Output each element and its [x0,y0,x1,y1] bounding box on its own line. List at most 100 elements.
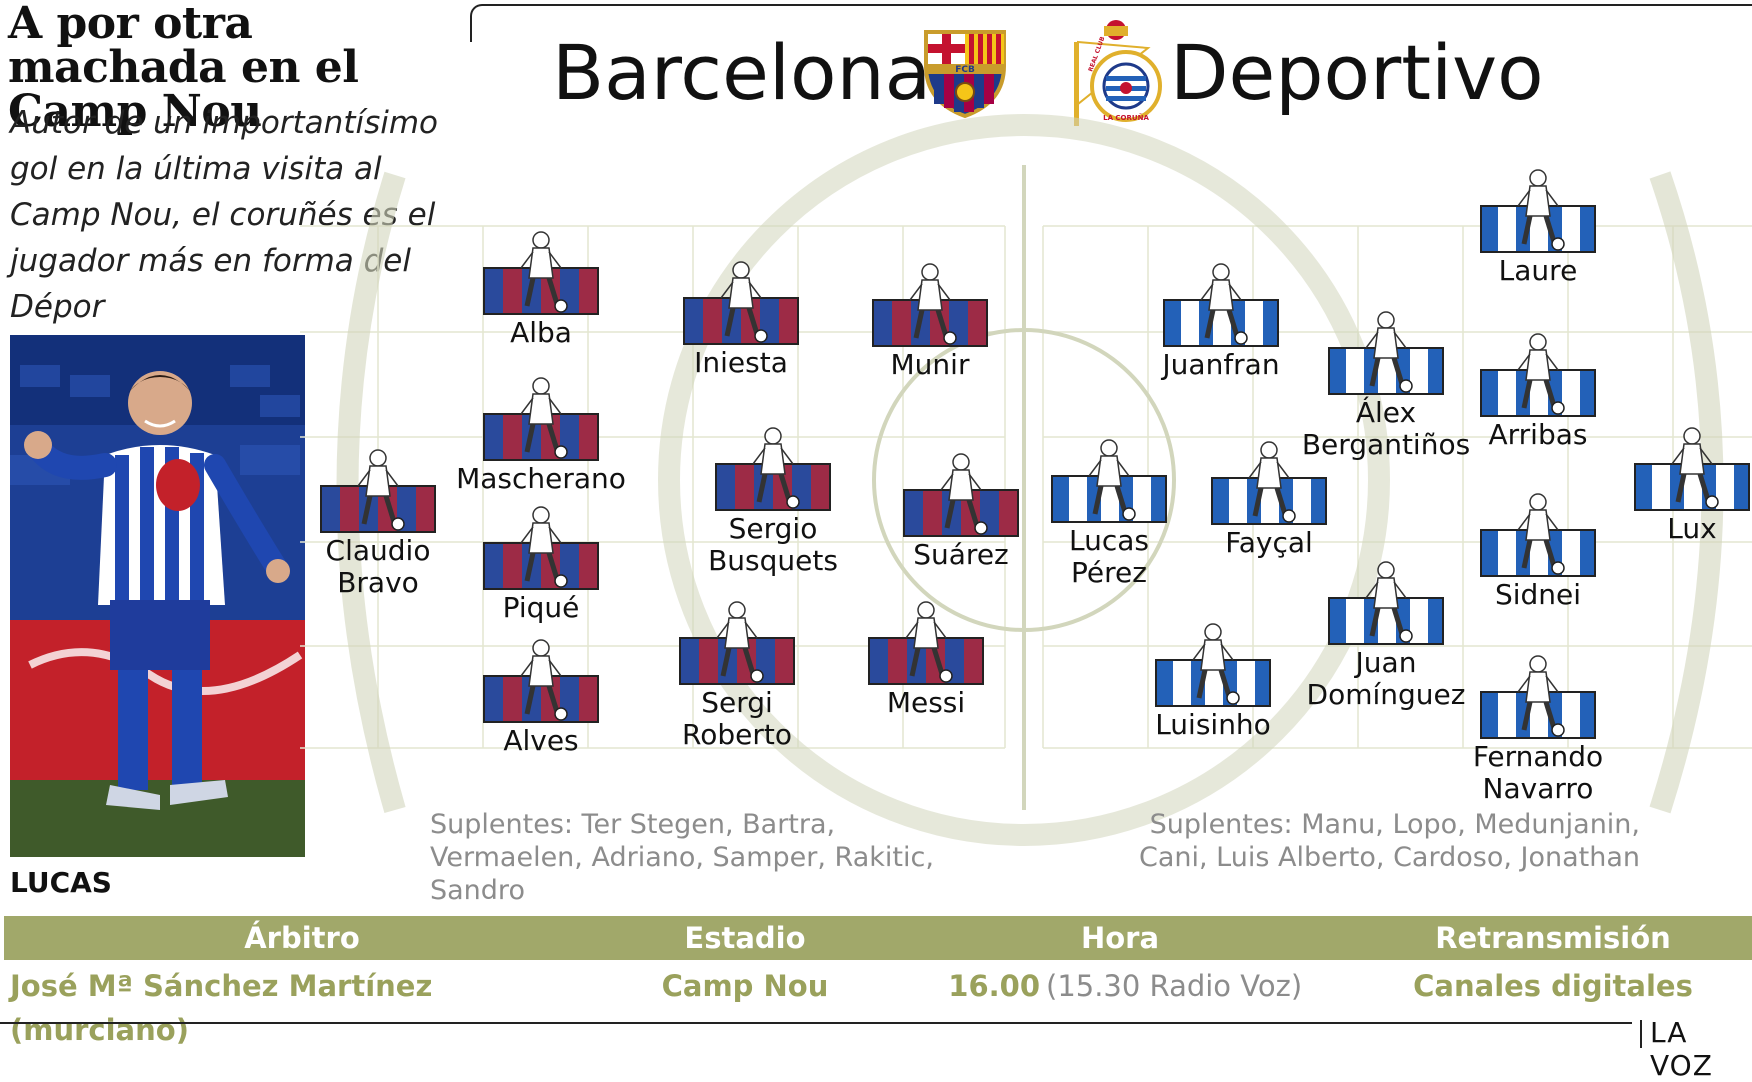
player-name-line: Alba [510,316,572,349]
away-subs-line: Cani, Luis Alberto, Cardoso, Jonathan [1138,842,1640,873]
away-team-name: Deportivo [1170,28,1544,117]
player-arribas: Arribas [1438,330,1638,450]
player-name-line: Lucas [1069,524,1149,557]
player-name-line: Navarro [1482,772,1594,805]
deportivo-kit-icon [1480,655,1596,739]
deportivo-kit-icon [1211,441,1327,525]
deportivo-kit-icon [1163,263,1279,347]
time-note: (15.30 Radio Voz) [1046,969,1303,1003]
player-lux: Lux [1592,424,1752,544]
publisher-credit: LA VOZ [1650,1016,1713,1082]
player-name-line: Laure [1498,254,1578,287]
home-subs-line: Vermaelen, Adriano, Samper, Rakitic, [430,842,934,873]
match-info-header-bar: Árbitro Estadio Hora Retransmisión [4,916,1752,960]
player-name-line: Alves [503,724,579,757]
player-name-line: Luisinho [1155,708,1271,741]
player-faycal: Fayçal [1169,438,1369,558]
player-messi: Messi [826,598,1026,718]
player-name-line: Mascherano [456,462,626,495]
referee-label: Árbitro [244,921,360,955]
barcelona-kit-icon [903,453,1019,537]
player-name-line: Arribas [1488,418,1588,451]
barcelona-kit-icon [715,427,831,511]
deportivo-kit-icon [1634,427,1750,511]
player-photo-illustration [10,335,305,857]
player-name-line: Domínguez [1306,678,1466,711]
time-value: 16.00 [948,969,1040,1003]
stadium-label: Estadio [684,921,806,955]
time-label: Hora [1080,921,1160,955]
headline: A por otra machada en el Camp Nou [8,0,359,137]
player-name-line: Álex [1355,396,1417,429]
player-luisinho: Luisinho [1113,620,1313,740]
barcelona-crest-icon: FCB [920,26,1010,120]
player-mascherano: Mascherano [441,374,641,494]
player-name-line: Lux [1667,512,1717,545]
player-name-line: Busquets [708,544,838,577]
player-iniesta: Iniesta [641,258,841,378]
player-name-line: Sergio [728,512,818,545]
player-name-line: Munir [890,348,970,381]
broadcast-value: Canales digitales [1413,969,1693,1003]
player-name-line: Fayçal [1225,526,1313,559]
barcelona-kit-icon [483,639,599,723]
deportivo-kit-icon [1480,493,1596,577]
player-munir: Munir [830,260,1030,380]
player-name-line: Sergi [701,686,773,719]
barcelona-kit-icon [320,449,436,533]
referee-value: José Mª Sánchez Martínez (murciano) [10,969,433,1047]
player-name-line: Juan [1355,646,1417,679]
svg-text:LA CORUÑA: LA CORUÑA [1103,113,1149,122]
player-name-line: Piqué [502,591,580,624]
crest-letters: FCB [955,65,975,75]
player-name-line: Messi [886,686,966,719]
barcelona-kit-icon [483,377,599,461]
player-name-line: Juanfran [1162,348,1280,381]
player-name-line: Fernando [1472,740,1604,773]
player-name-line: Pérez [1071,556,1147,589]
footer-rule [0,1022,1632,1024]
player-name-line: Bergantiños [1301,428,1471,461]
barcelona-kit-icon [872,263,988,347]
deportivo-kit-icon [1328,311,1444,395]
deportivo-kit-icon [1480,333,1596,417]
player-name-line: Bravo [337,566,419,599]
barcelona-kit-icon [679,601,795,685]
player-laure: Laure [1438,166,1638,286]
player-name-line: Iniesta [694,346,788,379]
away-substitutes: Suplentes: Manu, Lopo, Medunjanin, Cani,… [1120,808,1640,874]
barcelona-kit-icon [683,261,799,345]
barcelona-kit-icon [868,601,984,685]
away-subs-line: Suplentes: Manu, Lopo, Medunjanin, [1149,809,1640,840]
credit-divider [1640,1020,1642,1048]
broadcast-label: Retransmisión [1435,921,1671,955]
barcelona-kit-icon [483,231,599,315]
player-alves: Alves [441,636,641,756]
player-name-line: Sidnei [1494,578,1582,611]
photo-caption: LUCAS [10,866,112,899]
player-sidnei: Sidnei [1438,490,1638,610]
deportivo-crest-icon: LA CORUÑA REAL CLUB [1068,16,1164,126]
header-frame [470,4,1752,42]
subtitle: Autor de un importantísimo gol en la últ… [10,105,439,325]
barcelona-kit-icon [483,506,599,590]
player-juanfran: Juanfran [1121,260,1321,380]
player-photo [10,335,305,857]
deportivo-kit-icon [1328,561,1444,645]
deportivo-kit-icon [1480,169,1596,253]
player-name-line: Claudio [325,534,431,567]
player-alba: Alba [441,228,641,348]
player-name-line: Suárez [913,538,1009,571]
home-substitutes: Suplentes: Ter Stegen, Bartra, Vermaelen… [430,808,934,907]
player-name-line: Roberto [682,718,792,751]
home-team-name: Barcelona [552,28,932,117]
stadium-value: Camp Nou [661,969,829,1003]
player-suarez: Suárez [861,450,1061,570]
